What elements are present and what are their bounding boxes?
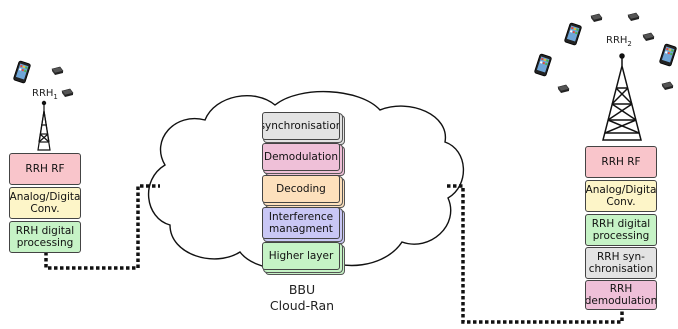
rrh2-label-subscript: 2 — [627, 40, 632, 48]
cloud-ran-label: Cloud-Ran — [269, 298, 335, 313]
tower-icon — [37, 100, 51, 151]
phone-icon — [661, 81, 674, 91]
right-rrh-digital-block: RRH digital processing — [585, 214, 657, 246]
smartphone-icon — [563, 22, 583, 46]
bbu-synchronisation-block: synchronisation — [262, 112, 340, 140]
smartphone-icon — [12, 60, 32, 84]
smartphone-icon — [658, 43, 678, 67]
bbu-decoding-block: Decoding — [262, 175, 340, 203]
right-rrh-rf-block: RRH RF — [585, 146, 657, 178]
rrh1-label: RRH1 — [32, 88, 58, 101]
tower-icon — [602, 53, 642, 141]
left-rrh-rf-block: RRH RF — [9, 153, 81, 185]
bbu-higher-layer-block: Higher layer — [262, 242, 340, 270]
phone-icon — [61, 88, 74, 98]
left-rrh-conversion-block: Analog/Digita Conv. — [9, 187, 81, 219]
phone-icon — [590, 13, 603, 23]
phone-icon — [627, 12, 640, 22]
smartphone-icon — [533, 53, 553, 77]
right-rrh-sync-block: RRH syn- chronisation — [585, 247, 657, 279]
rrh2-label-text: RRH — [606, 35, 628, 46]
fronthaul-link-right — [447, 184, 624, 324]
rrh2-label: RRH2 — [606, 35, 632, 48]
phone-icon — [557, 84, 570, 94]
rrh1-label-text: RRH — [32, 88, 54, 99]
bbu-demodulation-block: Demodulation — [262, 143, 340, 171]
phone-icon — [51, 66, 64, 76]
left-rrh-digital-block: RRH digital processing — [9, 221, 81, 253]
bbu-label: BBU — [288, 282, 316, 297]
phone-icon — [642, 32, 655, 42]
right-rrh-conversion-block: Analog/Digita Conv. — [585, 180, 657, 212]
fronthaul-link-left — [44, 184, 160, 270]
bbu-interference-block: Interference managment — [262, 207, 340, 239]
right-rrh-demodulation-block: RRH demodulation — [585, 280, 657, 310]
rrh1-label-subscript: 1 — [53, 93, 58, 101]
